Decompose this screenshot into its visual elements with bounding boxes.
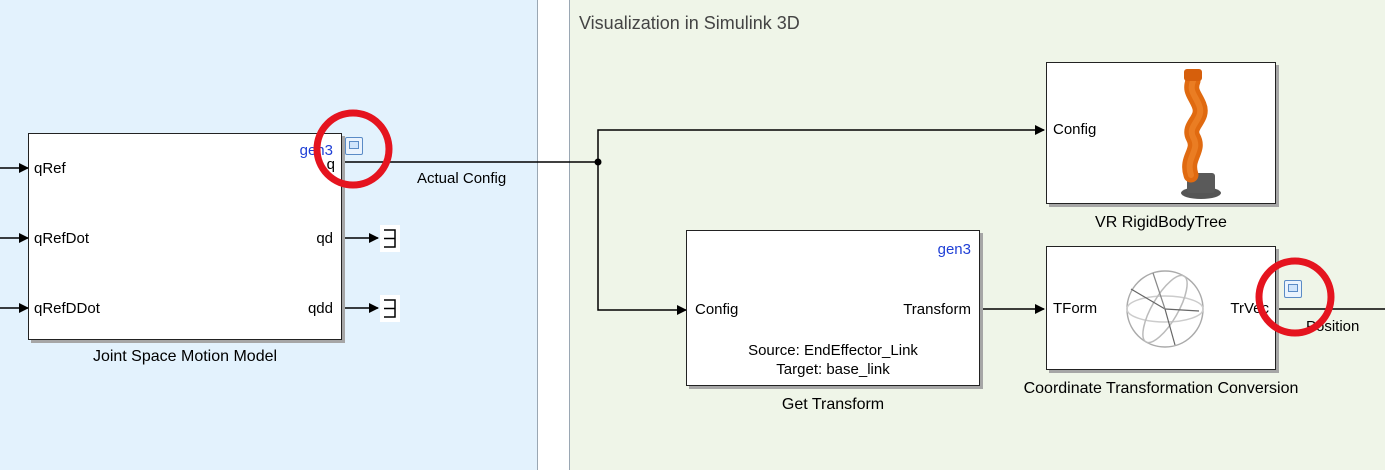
- highlight-circle: [1255, 257, 1335, 337]
- block-label: VR RigidBodyTree: [1095, 214, 1227, 231]
- viewer-icon[interactable]: [1284, 280, 1302, 298]
- rotation-axes-icon: [1126, 270, 1204, 348]
- port-transform: Transform: [903, 301, 971, 318]
- block-label: Coordinate Transformation Conversion: [1023, 380, 1299, 397]
- port-qdd: qdd: [307, 300, 333, 317]
- port-q: q: [326, 156, 335, 173]
- port-qrefddot: qRefDDot: [34, 300, 100, 317]
- highlight-circle: [313, 109, 393, 189]
- vr-rigidbodytree-block[interactable]: Config: [1046, 62, 1276, 204]
- port-qd: qd: [316, 230, 333, 247]
- coordinate-transformation-block[interactable]: TForm TrVec: [1046, 246, 1276, 370]
- block-label: Joint Space Motion Model: [92, 348, 278, 365]
- block-label: Get Transform: [781, 396, 885, 413]
- port-qrefdot: qRefDot: [34, 230, 90, 247]
- target-text: Target: base_link: [776, 361, 890, 378]
- source-text: Source: EndEffector_Link: [748, 342, 918, 359]
- joint-space-motion-model-block[interactable]: gen3 qRef qRefDot qRefDDot q qd qdd: [28, 133, 342, 340]
- port-config: Config: [1053, 121, 1097, 138]
- port-qref: qRef: [34, 160, 66, 177]
- config-branch-wire: [597, 162, 687, 315]
- viewer-icon[interactable]: [345, 137, 363, 155]
- get-transform-block[interactable]: gen3 Config Transform Source: EndEffecto…: [686, 230, 980, 386]
- terminator-qdd[interactable]: [380, 295, 400, 322]
- block-tag: gen3: [937, 241, 971, 258]
- branch-point: [594, 158, 602, 166]
- signal-label-actual-config[interactable]: Actual Config: [417, 170, 507, 187]
- actual-config-wire: [342, 125, 1045, 163]
- port-config: Config: [695, 301, 739, 318]
- area-title: Visualization in Simulink 3D: [579, 13, 800, 33]
- port-tform: TForm: [1053, 300, 1098, 317]
- robot-arm-icon: [1181, 69, 1221, 199]
- terminator-qd[interactable]: [380, 225, 400, 252]
